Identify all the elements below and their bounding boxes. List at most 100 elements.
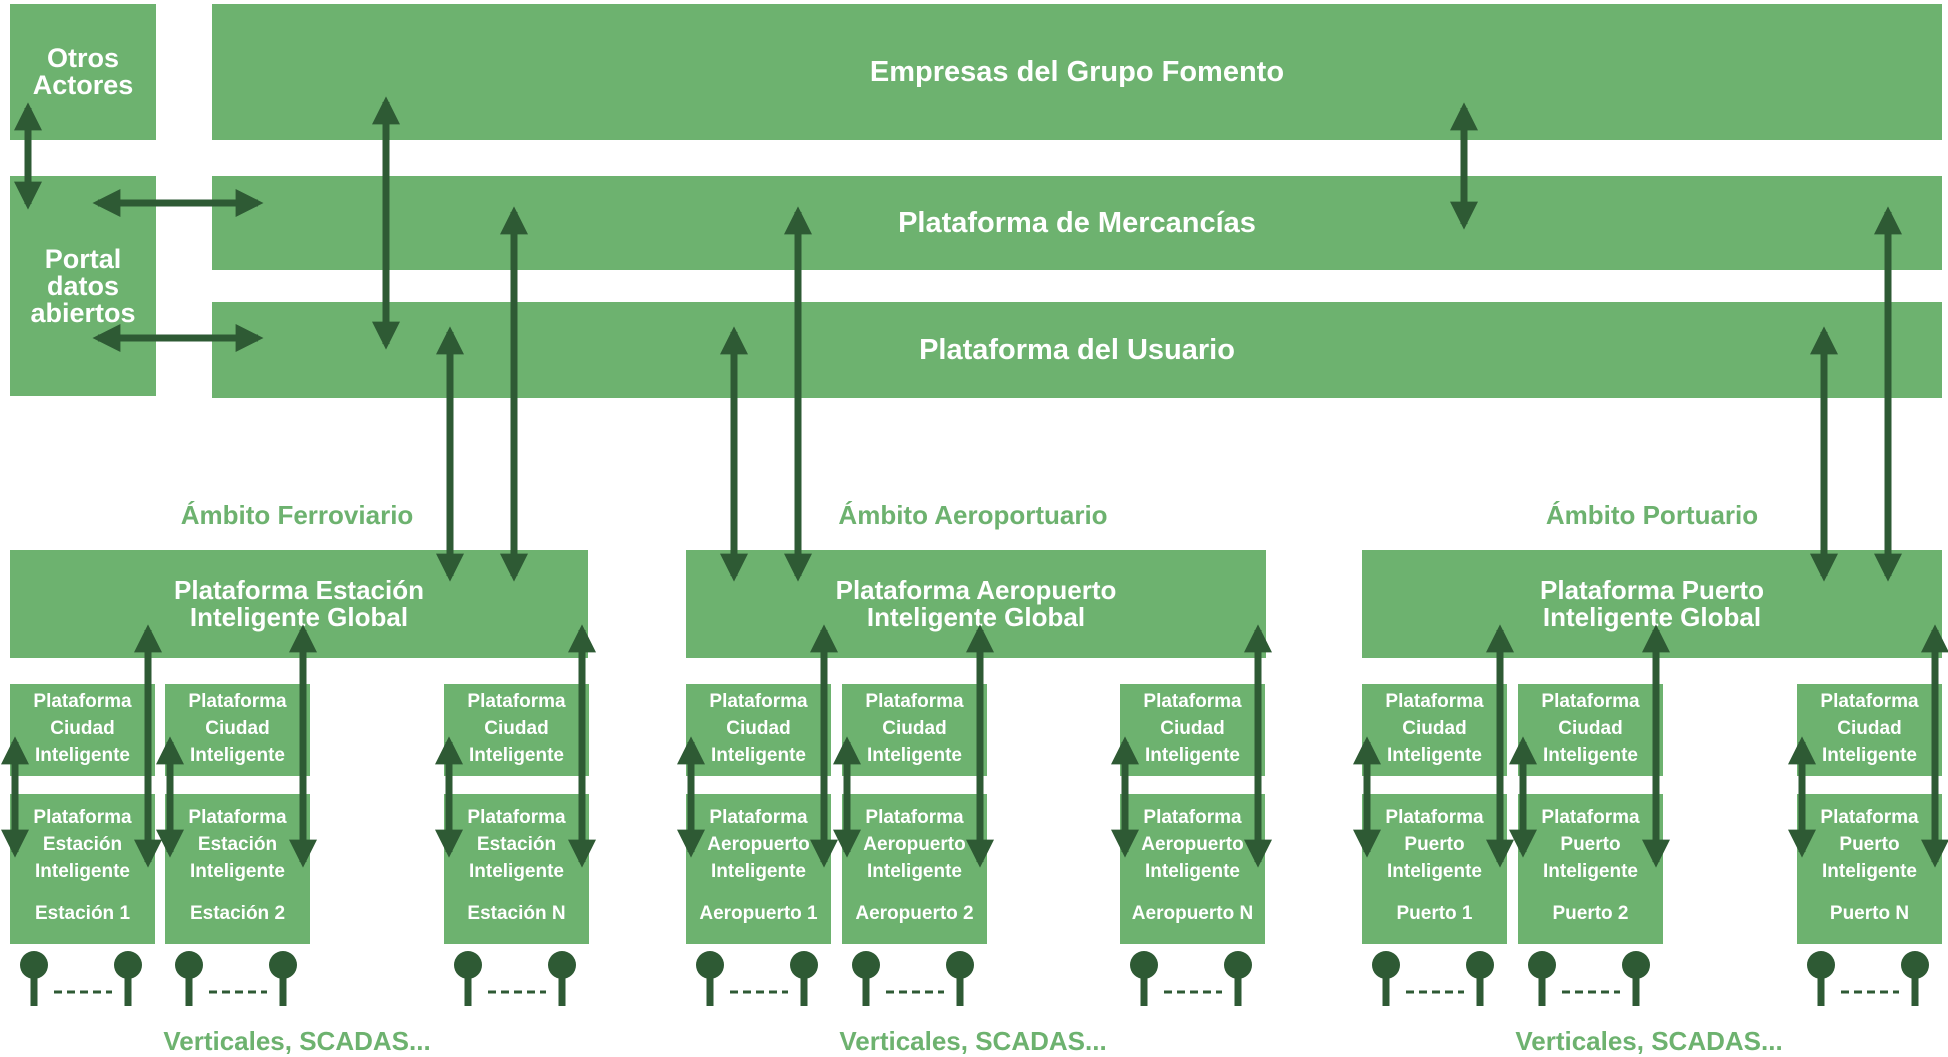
ciudad-box-pue-1: Plataforma Ciudad Inteligente <box>1362 684 1507 776</box>
local-fer-n-l2: Estación <box>476 834 557 855</box>
empresas-grupo-fomento-box: Empresas del Grupo Fomento <box>212 4 1942 140</box>
local-aer-2-l2: Aeropuerto <box>863 834 966 855</box>
estacion-box-2: Plataforma Estación Inteligente Estación… <box>165 794 310 944</box>
local-fer-2-l2: Estación <box>197 834 278 855</box>
ciudad-fer-2-l1: Plataforma <box>188 691 287 712</box>
otros-line-1: Otros <box>46 43 119 73</box>
ciudad-fer-n-l2: Ciudad <box>484 718 549 739</box>
local-pue-2-l1: Plataforma <box>1541 807 1640 828</box>
ciudad-fer-1-l1: Plataforma <box>33 691 132 712</box>
aeropuerto-box-n: Plataforma Aeropuerto Inteligente Aeropu… <box>1120 794 1265 944</box>
estacion-box-1: Plataforma Estación Inteligente Estación… <box>10 794 155 944</box>
ciudad-pue-1-l2: Ciudad <box>1402 718 1467 739</box>
local-fer-2-l1: Plataforma <box>188 807 287 828</box>
ciudad-fer-2-l3: Inteligente <box>189 745 285 766</box>
sensor-node-icon <box>548 951 576 979</box>
unit-name-aer-2: Aeropuerto 2 <box>855 903 974 924</box>
sensor-node-icon <box>1528 951 1556 979</box>
sensor-node-icon <box>1130 951 1158 979</box>
local-pue-n-l2: Puerto <box>1839 834 1900 855</box>
ciudad-fer-n-l1: Plataforma <box>467 691 566 712</box>
local-aer-n-l2: Aeropuerto <box>1141 834 1244 855</box>
aeropuerto-box-1: Plataforma Aeropuerto Inteligente Aeropu… <box>686 794 831 944</box>
ambito-aeroportuario-label: Ámbito Aeroportuario <box>838 500 1108 530</box>
sensor-node-icon <box>1466 951 1494 979</box>
ciudad-aer-1-l3: Inteligente <box>710 745 806 766</box>
portal-line-1: Portal <box>44 243 122 274</box>
local-fer-n-l1: Plataforma <box>467 807 566 828</box>
local-pue-2-l3: Inteligente <box>1542 861 1638 882</box>
puerto-box-n: Plataforma Puerto Inteligente Puerto N <box>1797 794 1942 944</box>
ciudad-aer-2-l3: Inteligente <box>866 745 962 766</box>
ciudad-pue-n-l3: Inteligente <box>1821 745 1917 766</box>
plat-aer-line-1: Plataforma Aeropuerto <box>835 575 1117 605</box>
portal-line-3: abiertos <box>30 297 136 328</box>
puerto-box-2: Plataforma Puerto Inteligente Puerto 2 <box>1518 794 1663 944</box>
puerto-box-1: Plataforma Puerto Inteligente Puerto 1 <box>1362 794 1507 944</box>
sensor-node-icon <box>852 951 880 979</box>
ambito-portuario-label: Ámbito Portuario <box>1545 500 1759 530</box>
ciudad-fer-n-l3: Inteligente <box>468 745 564 766</box>
ciudad-aer-n-l3: Inteligente <box>1144 745 1240 766</box>
otros-line-2: Actores <box>32 70 134 100</box>
sensor-node-icon <box>1372 951 1400 979</box>
sensor-node-icon <box>790 951 818 979</box>
sensor-node-icon <box>269 951 297 979</box>
local-fer-1-l2: Estación <box>42 834 123 855</box>
ciudad-box-pue-n: Plataforma Ciudad Inteligente <box>1797 684 1942 776</box>
local-pue-n-l1: Plataforma <box>1820 807 1919 828</box>
local-pue-n-l3: Inteligente <box>1821 861 1917 882</box>
verticales-label-ferroviario: Verticales, SCADAS... <box>163 1026 431 1056</box>
unit-name-aer-n: Aeropuerto N <box>1131 903 1254 924</box>
sensor-node-icon <box>1807 951 1835 979</box>
local-fer-n-l3: Inteligente <box>468 861 564 882</box>
ciudad-box-aer-2: Plataforma Ciudad Inteligente <box>842 684 987 776</box>
sensor-node-icon <box>1901 951 1929 979</box>
local-aer-2-l3: Inteligente <box>866 861 962 882</box>
unit-name-fer-1: Estación 1 <box>34 903 131 924</box>
local-aer-n-l3: Inteligente <box>1144 861 1240 882</box>
unit-name-pue-2: Puerto 2 <box>1552 903 1629 924</box>
ciudad-box-pue-2: Plataforma Ciudad Inteligente <box>1518 684 1663 776</box>
local-aer-n-l1: Plataforma <box>1143 807 1242 828</box>
unit-name-fer-n: Estación N <box>467 903 566 924</box>
ciudad-box-fer-n: Plataforma Ciudad Inteligente <box>444 684 589 776</box>
ciudad-pue-2-l2: Ciudad <box>1558 718 1623 739</box>
verticales-label-aeroportuario: Verticales, SCADAS... <box>839 1026 1107 1056</box>
ciudad-box-aer-n: Plataforma Ciudad Inteligente <box>1120 684 1265 776</box>
local-pue-2-l2: Puerto <box>1560 834 1621 855</box>
unit-name-fer-2: Estación 2 <box>189 903 286 924</box>
ciudad-box-aer-1: Plataforma Ciudad Inteligente <box>686 684 831 776</box>
ciudad-aer-n-l2: Ciudad <box>1160 718 1225 739</box>
local-pue-1-l2: Puerto <box>1404 834 1465 855</box>
unit-name-pue-1: Puerto 1 <box>1396 903 1473 924</box>
sensor-node-icon <box>696 951 724 979</box>
verticales-label-portuario: Verticales, SCADAS... <box>1515 1026 1783 1056</box>
mercancias-label: Plataforma de Mercancías <box>898 206 1256 239</box>
local-aer-1-l1: Plataforma <box>709 807 808 828</box>
empresas-label: Empresas del Grupo Fomento <box>869 55 1285 88</box>
ciudad-aer-1-l1: Plataforma <box>709 691 808 712</box>
ciudad-aer-n-l1: Plataforma <box>1143 691 1242 712</box>
sensor-node-icon <box>175 951 203 979</box>
unit-name-pue-n: Puerto N <box>1829 903 1910 924</box>
ciudad-aer-2-l1: Plataforma <box>865 691 964 712</box>
ciudad-pue-2-l3: Inteligente <box>1542 745 1638 766</box>
ciudad-pue-2-l1: Plataforma <box>1541 691 1640 712</box>
local-aer-1-l3: Inteligente <box>710 861 806 882</box>
plat-fer-line-1: Plataforma Estación <box>174 575 424 605</box>
plat-pue-line-1: Plataforma Puerto <box>1540 575 1764 605</box>
ciudad-box-fer-1: Plataforma Ciudad Inteligente <box>10 684 155 776</box>
local-pue-1-l1: Plataforma <box>1385 807 1484 828</box>
sensor-node-icon <box>114 951 142 979</box>
aeropuerto-box-2: Plataforma Aeropuerto Inteligente Aeropu… <box>842 794 987 944</box>
local-fer-2-l3: Inteligente <box>189 861 285 882</box>
ciudad-aer-1-l2: Ciudad <box>726 718 791 739</box>
ambito-ferroviario-label: Ámbito Ferroviario <box>180 500 414 530</box>
unit-name-aer-1: Aeropuerto 1 <box>699 903 818 924</box>
ciudad-pue-1-l3: Inteligente <box>1386 745 1482 766</box>
ciudad-fer-1-l2: Ciudad <box>50 718 115 739</box>
ciudad-pue-1-l1: Plataforma <box>1385 691 1484 712</box>
ciudad-aer-2-l2: Ciudad <box>882 718 947 739</box>
